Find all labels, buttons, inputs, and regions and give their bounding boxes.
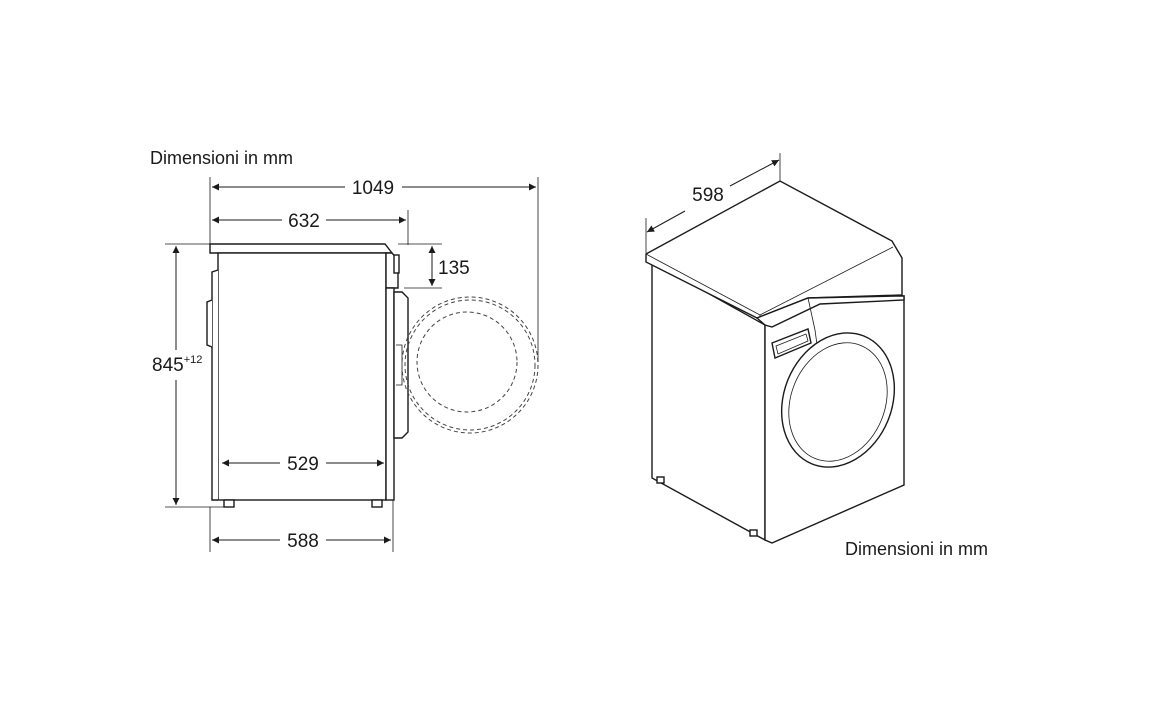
dim-label-598: 598 xyxy=(692,185,724,206)
iso-dim-line-598-right xyxy=(729,159,780,187)
dim-label-588: 588 xyxy=(287,531,319,552)
dim-label-845: 845+12 xyxy=(152,354,202,376)
iso-display-screen xyxy=(775,333,809,355)
door-swing-outer xyxy=(401,296,539,434)
iso-view-caption: Dimensioni in mm xyxy=(845,539,988,559)
iso-top-front-edge xyxy=(759,246,894,316)
height-tolerance: +12 xyxy=(184,354,203,366)
height-value: 845 xyxy=(152,355,184,376)
door-swing-outer-2 xyxy=(404,299,536,431)
isometric-view: 598 Dimensioni in mm xyxy=(645,153,988,559)
rear-panel xyxy=(211,269,219,501)
front-face xyxy=(385,287,395,501)
iso-door-outer xyxy=(780,332,896,468)
dim-label-1049: 1049 xyxy=(352,178,394,199)
door-closed xyxy=(393,291,409,439)
door-swing-inner xyxy=(416,311,518,413)
dim-label-529: 529 xyxy=(287,454,319,475)
side-view: Dimensioni in mm xyxy=(150,148,539,552)
control-knob-side xyxy=(393,254,400,274)
iso-foot-front xyxy=(749,529,758,537)
iso-control-band xyxy=(755,295,905,328)
side-view-caption: Dimensioni in mm xyxy=(150,148,293,168)
iso-foot-rear xyxy=(656,476,665,484)
iso-dim-line-598-left xyxy=(646,210,686,233)
iso-top-face xyxy=(645,180,903,319)
cabinet-side xyxy=(217,252,387,501)
foot-rear xyxy=(223,499,235,508)
top-plate xyxy=(209,243,394,254)
rear-bump xyxy=(206,299,213,348)
foot-front xyxy=(371,499,383,508)
dim-label-135: 135 xyxy=(438,258,470,279)
iso-door-inner xyxy=(788,342,888,462)
dim-label-632: 632 xyxy=(288,211,320,232)
